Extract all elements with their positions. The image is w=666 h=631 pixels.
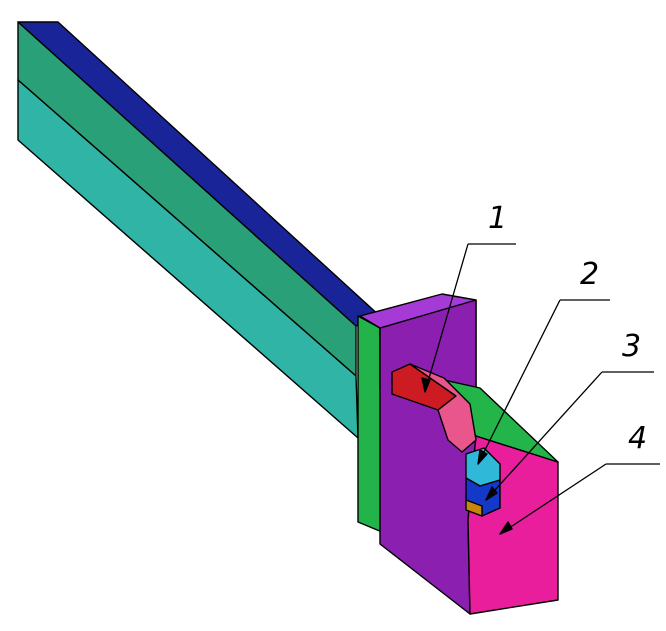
callout-3: 3 xyxy=(485,329,654,501)
arrowhead-3 xyxy=(485,486,498,501)
callout-1-label: 1 xyxy=(488,201,507,236)
body-front-face xyxy=(379,299,477,615)
callout-4: 4 xyxy=(499,421,660,535)
insert-cutter-side xyxy=(409,363,477,453)
arrowhead-4 xyxy=(499,521,513,535)
clamp-plate-front xyxy=(357,315,383,533)
callout-1-leader xyxy=(424,243,469,393)
callout-2: 2 xyxy=(477,257,610,465)
callout-4-leader xyxy=(499,463,607,535)
callout-1: 1 xyxy=(424,201,516,393)
callout-3-leader xyxy=(485,371,603,501)
shank-upper-side-face xyxy=(17,21,357,377)
callout-4-label: 4 xyxy=(628,421,647,456)
clamp-plate xyxy=(357,315,383,533)
arrowhead-1 xyxy=(421,377,431,393)
arrowhead-2 xyxy=(477,449,488,465)
callout-2-leader xyxy=(477,299,561,465)
base-plate xyxy=(465,499,483,517)
callout-3-label: 3 xyxy=(622,329,641,364)
leader-arrowheads xyxy=(421,377,513,535)
callout-2-label: 2 xyxy=(580,257,599,292)
shank xyxy=(17,21,383,439)
